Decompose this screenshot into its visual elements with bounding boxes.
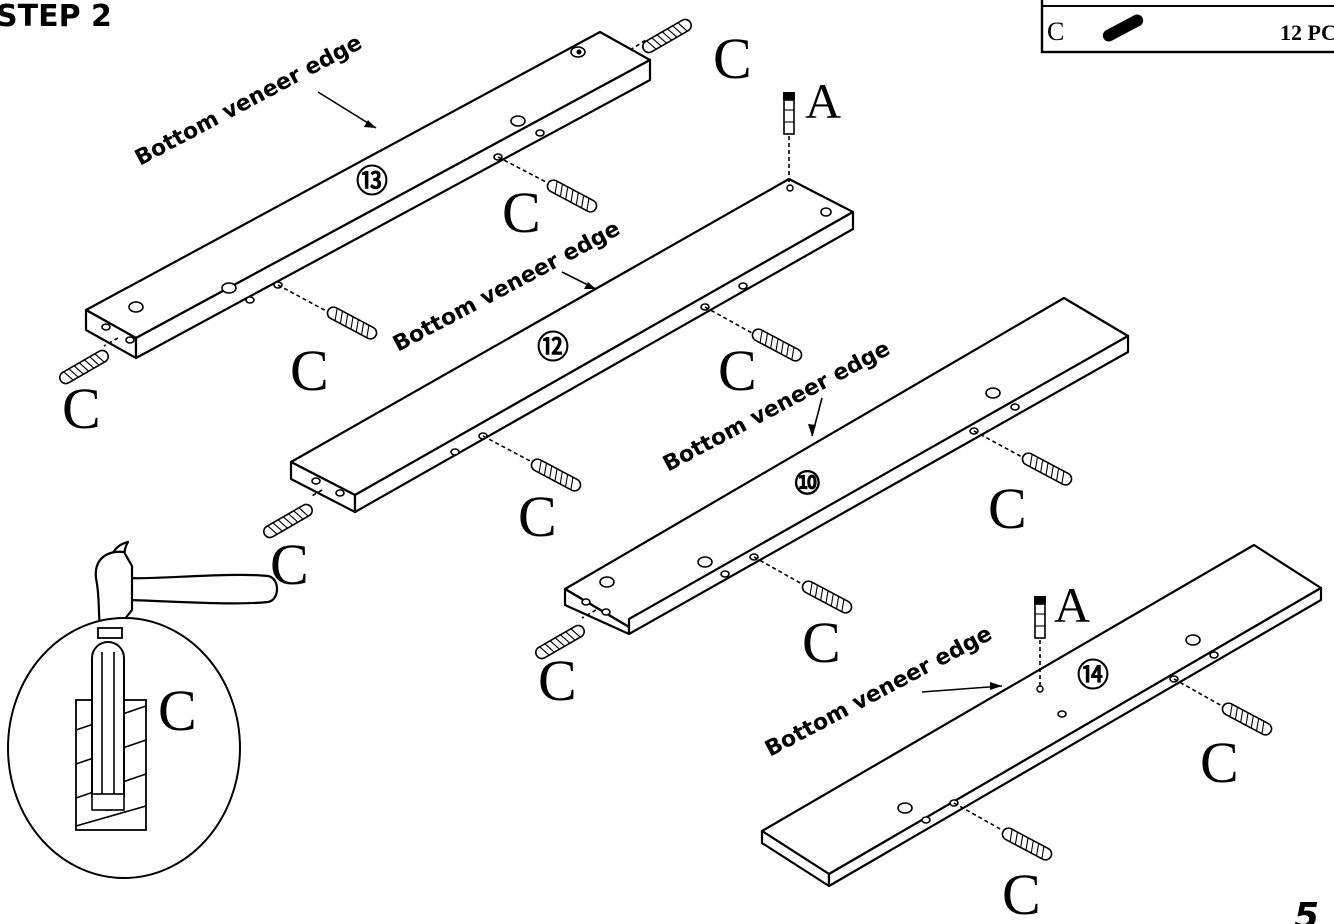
dowel-10-mid	[1019, 450, 1075, 488]
panel-number-10: ⑩	[793, 465, 822, 501]
panel-13	[84, 30, 652, 360]
dowel-14-low	[999, 825, 1055, 863]
panel-10	[563, 296, 1130, 636]
panel-14	[760, 543, 1323, 888]
letter-c: C	[1200, 730, 1239, 795]
cam-bolt-bottom	[1033, 595, 1047, 639]
panel-number-12: ⑫	[537, 329, 569, 365]
letter-c: C	[538, 648, 577, 713]
dowel-13-mid	[544, 177, 600, 215]
letter-c: C	[290, 338, 329, 403]
panel-number-14: ⑭	[1077, 657, 1109, 693]
letter-c: C	[62, 376, 101, 441]
legend-letter: C	[1047, 17, 1064, 46]
letter-c: C	[802, 610, 841, 675]
veneer-pointers	[317, 91, 1003, 693]
letter-c: C	[518, 484, 557, 549]
letter-c: C	[718, 338, 757, 403]
letter-c: C	[713, 26, 752, 91]
detail-letter: C	[158, 678, 197, 743]
dowel-13-low	[324, 304, 380, 342]
cam-bolt-top	[782, 91, 796, 135]
legend-quantity: 12 PC	[1280, 20, 1334, 45]
dowels	[56, 16, 1275, 863]
letter-c: C	[502, 180, 541, 245]
detail-circle	[7, 617, 241, 879]
dowel-13-top	[639, 16, 695, 56]
legend-dowel-icon	[1102, 14, 1144, 42]
panel-12	[289, 177, 855, 514]
letter-c: C	[988, 476, 1027, 541]
dowel-12-mid	[749, 326, 805, 364]
hardware-legend: C 12 PC	[1040, 0, 1334, 54]
panel-number-13: ⑬	[356, 163, 388, 199]
dowel-letters: C C C C C C C C C C C C	[62, 26, 1239, 924]
step-title: STEP 2	[0, 0, 112, 34]
letter-c: C	[1002, 862, 1041, 924]
page-number: 5	[1294, 896, 1319, 924]
hammer-icon	[94, 540, 279, 628]
cam-bolts	[782, 91, 1047, 686]
letter-a-bottom: A	[1054, 577, 1090, 633]
letter-a-top: A	[805, 73, 841, 129]
